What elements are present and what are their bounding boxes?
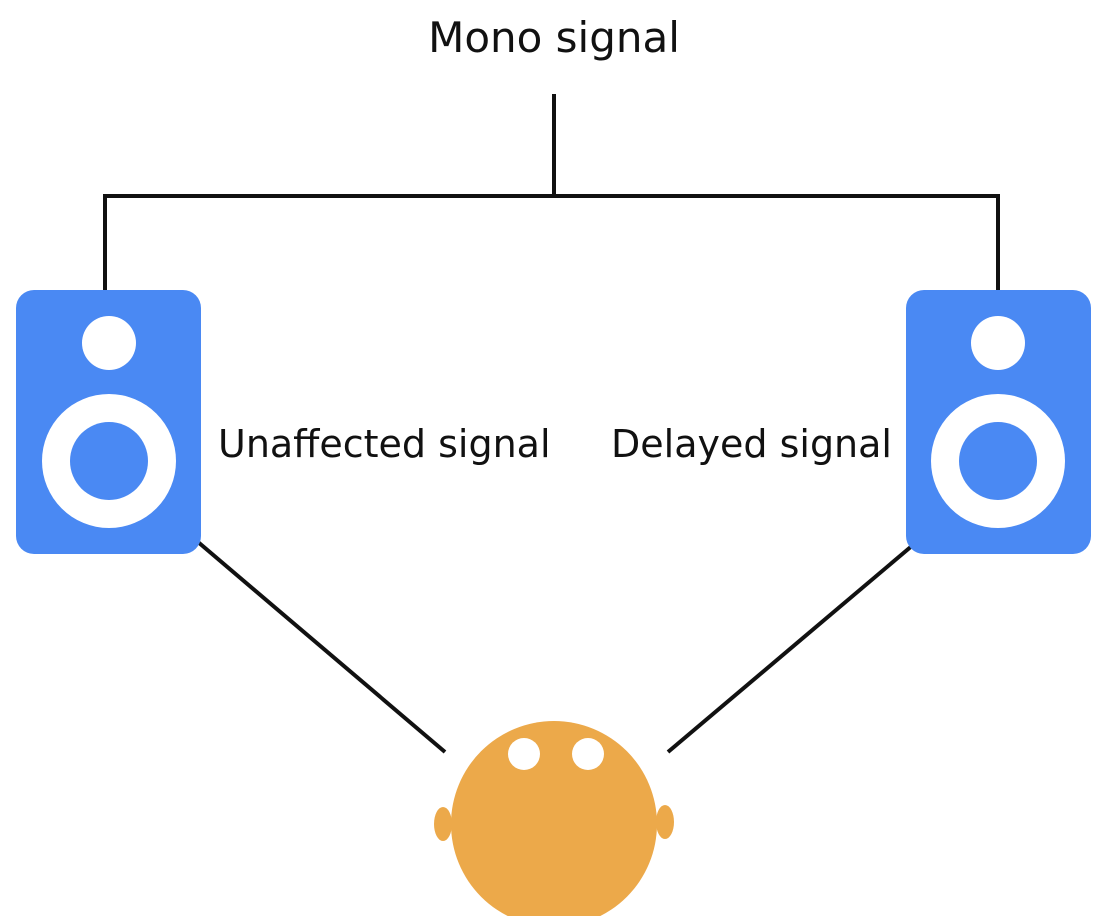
right-speaker-tweeter — [971, 316, 1025, 370]
listener-left-eye — [508, 738, 540, 770]
right-speaker-icon — [906, 290, 1091, 554]
listener-right-ear — [656, 805, 674, 839]
listener-right-eye — [572, 738, 604, 770]
signal-lines — [103, 94, 1000, 754]
listener-head-icon — [434, 721, 674, 916]
right-speaker-to-listener-line — [666, 543, 915, 754]
left-speaker-label: Unaffected signal — [218, 422, 551, 466]
left-speaker-icon — [16, 290, 201, 554]
left-speaker-to-listener-line — [196, 540, 447, 754]
listener-head — [451, 721, 657, 916]
title-mono-signal: Mono signal — [428, 13, 680, 62]
right-speaker-label: Delayed signal — [611, 422, 892, 466]
left-speaker-tweeter — [82, 316, 136, 370]
listener-left-ear — [434, 807, 452, 841]
right-speaker-woofer-cone — [959, 422, 1037, 500]
left-speaker-woofer-cone — [70, 422, 148, 500]
